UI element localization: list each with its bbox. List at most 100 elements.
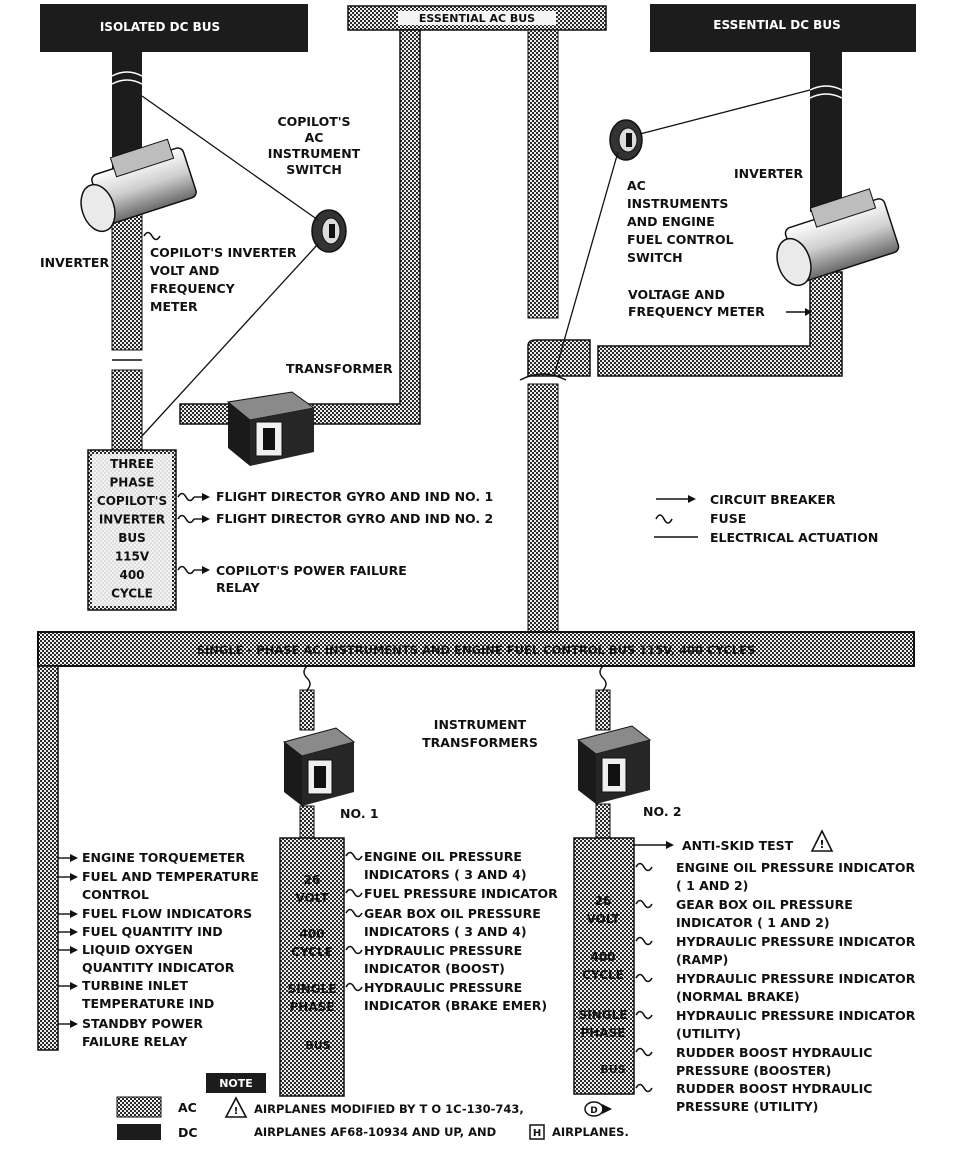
essential-ac-bus-label: ESSENTIAL AC BUS (419, 12, 535, 25)
left-output-4: FUEL QUANTITY IND (82, 924, 223, 939)
flight-director-2-fuse-icon (177, 514, 195, 524)
bus2-single-phase-line-2: PHASE (581, 1026, 626, 1040)
middle-output-fuse-4 (345, 945, 363, 955)
diagram-labels: COPILOT'SACINSTRUMENTSWITCHINVERTERCOPIL… (40, 114, 916, 1114)
svg-text:!: ! (819, 838, 824, 851)
right-output-3-line-1: HYDRAULIC PRESSURE INDICATOR (676, 934, 916, 949)
circuit-breaker-arrow-icon (70, 873, 78, 881)
circuit-breaker-arrow-icon (70, 928, 78, 936)
right-ac-down-to-single-phase (527, 383, 559, 633)
instrument-transformer-1 (282, 727, 356, 806)
single-phase-bus-bar (37, 631, 915, 667)
three-phase-bus-text-line-5: BUS (118, 531, 146, 545)
right-output-fuse-6 (635, 1047, 653, 1057)
right-ac-bus-drop (527, 29, 559, 319)
bus2-single-phase-line-1: SINGLE (579, 1008, 628, 1022)
three-phase-bus-text-line-1: THREE (110, 457, 154, 471)
svg-text:D: D (590, 1106, 597, 1116)
svg-text:H: H (533, 1128, 541, 1139)
right-output-5-line-2: (UTILITY) (676, 1026, 741, 1041)
power-failure-relay-label-line-1: COPILOT'S POWER FAILURE (216, 563, 407, 578)
right-output-fuse-1 (635, 862, 653, 872)
bus1-single-phase-line-1: SINGLE (288, 982, 337, 996)
right-meter-label-line-1: VOLTAGE AND (628, 287, 725, 302)
instrument-transformers-label-line-2: TRANSFORMERS (422, 735, 538, 750)
three-phase-bus-text-line-2: PHASE (110, 476, 155, 490)
three-phase-bus-text-line-6: 115V (115, 550, 150, 564)
isolated-dc-bus-bar (40, 4, 308, 52)
copilot-meter-label-line-4: METER (150, 299, 198, 314)
flight-director-2-label: FLIGHT DIRECTOR GYRO AND IND NO. 2 (216, 511, 493, 526)
legend-fuse-label: FUSE (710, 511, 746, 526)
bus2-400-cycle-line-2: CYCLE (582, 968, 624, 982)
bus1-400-cycle-line-2: CYCLE (291, 945, 333, 959)
copilot-meter-label-line-2: VOLT AND (150, 263, 219, 278)
right-switch-label-line-2: INSTRUMENTS (627, 196, 728, 211)
bus2-bus: BUS (600, 1063, 625, 1076)
right-switch-label-line-4: FUEL CONTROL (627, 232, 734, 247)
right-switch-label-line-5: SWITCH (627, 250, 683, 265)
bus1-26-volt-line-2: VOLT (295, 891, 329, 905)
circuit-breaker-arrow-icon (202, 493, 210, 501)
middle-output-fuse-1 (345, 851, 363, 861)
bus2-400-cycle-line-1: 400 (590, 950, 615, 964)
note-label: NOTE (219, 1077, 253, 1090)
copilot-switch-label-line-2: AC (305, 130, 324, 145)
left-distribution-bar (37, 665, 59, 1051)
symbol-legend (654, 495, 698, 538)
right-output-fuse-2 (635, 899, 653, 909)
middle-output-fuse-2 (345, 888, 363, 898)
anti-skid-test-label: ANTI-SKID TEST (682, 838, 794, 853)
bus2-26-volt-line-2: VOLT (586, 912, 620, 926)
legend-electrical-actuation-label: ELECTRICAL ACTUATION (710, 530, 878, 545)
ac-instruments-fuel-control-switch (609, 119, 643, 161)
left-output-5-line-1: LIQUID OXYGEN (82, 942, 193, 957)
instrument-transformers-label-line-1: INSTRUMENT (434, 717, 527, 732)
middle-output-4-line-2: INDICATOR (BOOST) (364, 961, 505, 976)
bus2-26-volt-line-1: 26 (595, 894, 612, 908)
bus1-bus: BUS (305, 1039, 330, 1052)
left-output-1: ENGINE TORQUEMETER (82, 850, 245, 865)
isolated-dc-bus-label: ISOLATED DC BUS (100, 20, 220, 34)
circuit-breaker-arrow-icon (202, 566, 210, 574)
essential-dc-bus-label: ESSENTIAL DC BUS (713, 18, 840, 32)
d-airplane-icon: D (584, 1101, 612, 1117)
middle-output-fuse-3 (345, 908, 363, 918)
middle-output-5-line-2: INDICATOR (BRAKE EMER) (364, 998, 547, 1013)
warning-triangle-icon: ! (810, 829, 834, 852)
right-output-fuse-7 (635, 1083, 653, 1093)
right-output-7-line-1: RUDDER BOOST HYDRAULIC (676, 1081, 872, 1096)
power-failure-relay-fuse-icon (177, 565, 195, 575)
left-output-7-line-2: FAILURE RELAY (82, 1034, 188, 1049)
right-output-4-line-1: HYDRAULIC PRESSURE INDICATOR (676, 971, 916, 986)
right-output-4-line-2: (NORMAL BRAKE) (676, 989, 800, 1004)
middle-output-5-line-1: HYDRAULIC PRESSURE (364, 980, 522, 995)
right-output-fuse-5 (635, 1010, 653, 1020)
copilot-switch-label-line-1: COPILOT'S (277, 114, 350, 129)
bus1-single-phase-line-2: PHASE (290, 1000, 335, 1014)
left-transformer-label: TRANSFORMER (286, 361, 393, 376)
left-inverter (80, 138, 197, 233)
right-inverter (776, 188, 900, 287)
three-phase-bus-text-line-3: COPILOT'S (97, 494, 167, 508)
right-output-1-line-2: ( 1 AND 2) (676, 878, 748, 893)
three-phase-bus-text-line-7: 400 (119, 568, 144, 582)
circuit-breaker-arrow-icon (70, 854, 78, 862)
note-label-box (206, 1073, 266, 1093)
ac-legend-label: AC (178, 1100, 197, 1115)
right-dc-feed (810, 52, 842, 212)
left-ac-feed (111, 197, 143, 351)
right-output-2-line-2: INDICATOR ( 1 AND 2) (676, 915, 830, 930)
right-output-5-line-1: HYDRAULIC PRESSURE INDICATOR (676, 1008, 916, 1023)
circuit-breaker-arrow-icon (70, 1020, 78, 1028)
left-output-6-line-1: TURBINE INLET (82, 978, 188, 993)
dc-legend-label: DC (178, 1125, 198, 1140)
note-warning-icon: ! (224, 1096, 248, 1118)
copilot-ac-instrument-switch (311, 209, 347, 253)
single-phase-bus-label: SINGLE - PHASE AC INSTRUMENTS AND ENGINE… (197, 643, 756, 657)
h-airplane-icon: H (529, 1124, 545, 1140)
right-ac-feed (597, 271, 843, 377)
right-inverter-label: INVERTER (734, 166, 803, 181)
middle-output-4-line-1: HYDRAULIC PRESSURE (364, 943, 522, 958)
